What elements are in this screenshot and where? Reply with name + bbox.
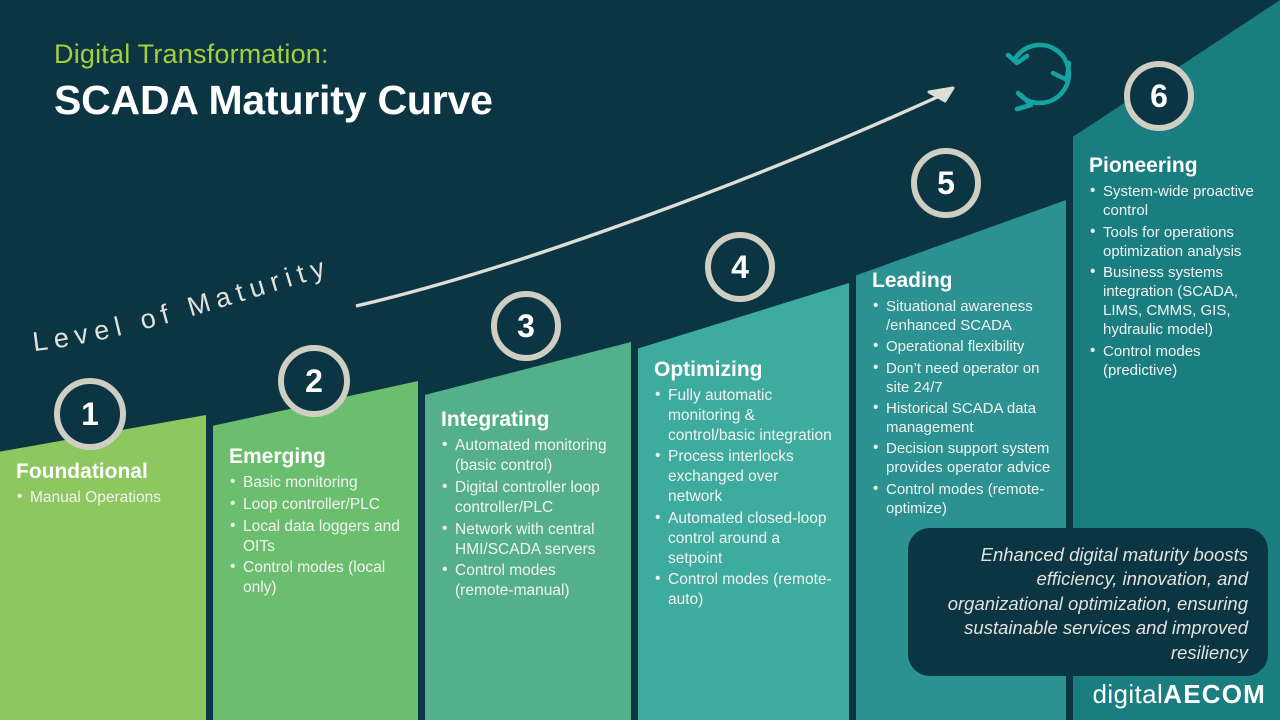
list-item: Digital controller loop controller/PLC [441,477,617,518]
stage-badge-5[interactable]: 5 [911,148,981,218]
list-item: Operational flexibility [872,336,1052,356]
stage-title-5: Leading [872,268,953,292]
callout-box: Enhanced digital maturity boosts efficie… [908,528,1268,676]
stage-badge-4[interactable]: 4 [705,232,775,302]
list-item: Basic monitoring [229,472,404,493]
stage-title-6: Pioneering [1089,153,1198,177]
stage-badge-number-1: 1 [81,395,99,432]
stage-badge-2[interactable]: 2 [278,345,350,417]
page-subtitle: Digital Transformation: [54,39,329,69]
stage-column-2[interactable]: Emerging Basic monitoring Loop controlle… [213,381,418,720]
stage-badge-1[interactable]: 1 [54,378,126,450]
stage-bullets-2: Basic monitoring Loop controller/PLC Loc… [229,472,404,598]
stage-badge-number-5: 5 [937,164,955,201]
list-item: Control modes (remote-auto) [654,569,835,610]
list-item: Automated monitoring (basic control) [441,435,617,476]
list-item: Business systems integration (SCADA, LIM… [1089,262,1266,340]
list-item: Control modes (predictive) [1089,341,1266,380]
stage-bullets-3: Automated monitoring (basic control) Dig… [441,435,617,601]
stage-title-4: Optimizing [654,357,763,381]
stage-column-4[interactable]: Optimizing Fully automatic monitoring & … [638,283,849,720]
list-item: Historical SCADA data management [872,398,1052,437]
list-item: Local data loggers and OITs [229,516,404,557]
stage-badge-number-3: 3 [517,307,535,344]
list-item: Control modes (remote-manual) [441,560,617,601]
list-item: Decision support system provides operato… [872,438,1052,477]
stage-badge-number-4: 4 [731,248,749,285]
stage-title-1: Foundational [16,460,148,484]
stage-badge-6[interactable]: 6 [1124,61,1194,131]
list-item: Control modes (local only) [229,557,404,598]
list-item: Don’t need operator on site 24/7 [872,357,1052,397]
list-item: Network with central HMI/SCADA servers [441,519,617,560]
axis-label-level-of-maturity: Level of Maturity [31,255,334,357]
callout-text: Enhanced digital maturity boosts efficie… [947,543,1248,663]
logo-aecom: AECOM [1163,679,1266,709]
page-title: SCADA Maturity Curve [54,76,493,123]
stage-column-3[interactable]: Integrating Automated monitoring (basic … [425,342,631,720]
stage-badge-number-2: 2 [305,362,323,399]
stage-column-1[interactable]: Foundational Manual Operations [0,415,206,720]
stage-bullets-4: Fully automatic monitoring & control/bas… [654,385,835,610]
stage-bullets-1: Manual Operations [16,487,192,508]
page-title-block: Digital Transformation: SCADA Maturity C… [54,38,493,125]
list-item: Situational awareness /enhanced SCADA [872,296,1052,335]
stage-title-2: Emerging [229,444,326,468]
list-item: Loop controller/PLC [229,494,404,515]
list-item: Manual Operations [16,487,192,508]
circular-arrows-icon [1005,42,1072,112]
stage-title-3: Integrating [441,408,550,432]
list-item: Control modes (remote-optimize) [872,479,1052,518]
stage-bullets-6: System-wide proactive control Tools for … [1089,181,1266,380]
stage-badge-number-6: 6 [1150,77,1168,114]
list-item: Process interlocks exchanged over networ… [654,446,835,506]
brand-logo: digitalAECOM [1092,679,1266,710]
list-item: Fully automatic monitoring & control/bas… [654,385,835,445]
logo-digital: digital [1092,679,1164,709]
list-item: Automated closed-loop control around a s… [654,508,835,568]
stage-badge-3[interactable]: 3 [491,291,561,361]
stage-bullets-5: Situational awareness /enhanced SCADA Op… [872,296,1052,518]
list-item: System-wide proactive control [1089,181,1266,220]
list-item: Tools for operations optimization analys… [1089,221,1266,261]
axis-label-text: Level of Maturity [31,255,334,357]
